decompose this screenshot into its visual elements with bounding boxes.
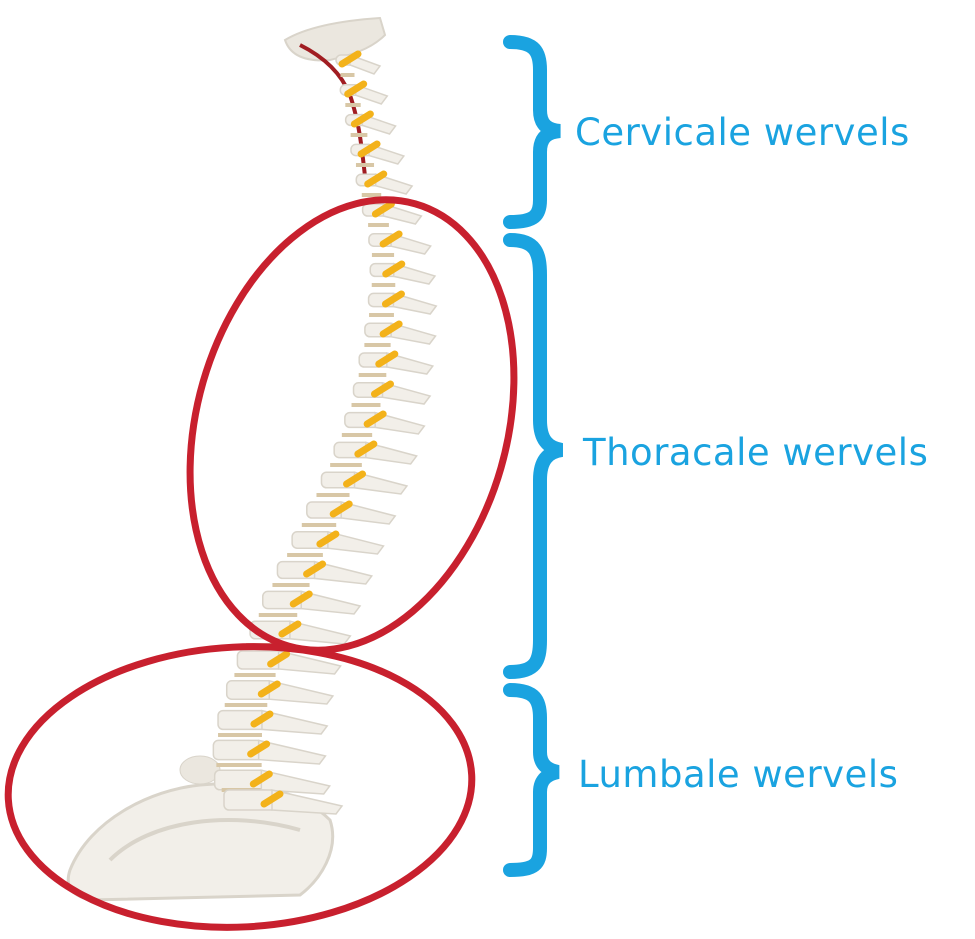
intervertebral-disc bbox=[362, 193, 381, 197]
intervertebral-disc bbox=[259, 613, 297, 617]
intervertebral-disc bbox=[369, 313, 394, 317]
intervertebral-disc bbox=[341, 73, 355, 77]
intervertebral-disc bbox=[234, 673, 275, 677]
intervertebral-disc bbox=[372, 283, 396, 287]
cervical-brace bbox=[510, 42, 560, 222]
thoracic-brace bbox=[510, 240, 562, 672]
intervertebral-disc bbox=[351, 133, 368, 137]
skull-base bbox=[285, 18, 385, 60]
intervertebral-disc bbox=[359, 373, 387, 377]
intervertebral-disc bbox=[216, 763, 261, 767]
intervertebral-disc bbox=[287, 553, 323, 557]
intervertebral-disc bbox=[352, 403, 381, 407]
intervertebral-disc bbox=[302, 523, 336, 527]
intervertebral-disc bbox=[372, 253, 394, 257]
intervertebral-disc bbox=[342, 433, 372, 437]
cervical-label: Cervicale wervels bbox=[575, 111, 910, 154]
intervertebral-disc bbox=[272, 583, 309, 587]
intervertebral-disc bbox=[356, 163, 374, 167]
intervertebral-disc bbox=[225, 703, 268, 707]
lumbar-brace bbox=[510, 690, 558, 870]
intervertebral-disc bbox=[330, 463, 362, 467]
intervertebral-disc bbox=[218, 733, 262, 737]
thoracic-label: Thoracale wervels bbox=[583, 431, 928, 474]
intervertebral-disc bbox=[368, 223, 389, 227]
vertebrae-group bbox=[213, 55, 436, 814]
intervertebral-disc bbox=[345, 103, 360, 107]
intervertebral-disc bbox=[364, 343, 390, 347]
lumbar-label: Lumbale wervels bbox=[578, 753, 898, 796]
intervertebral-disc bbox=[316, 493, 349, 497]
